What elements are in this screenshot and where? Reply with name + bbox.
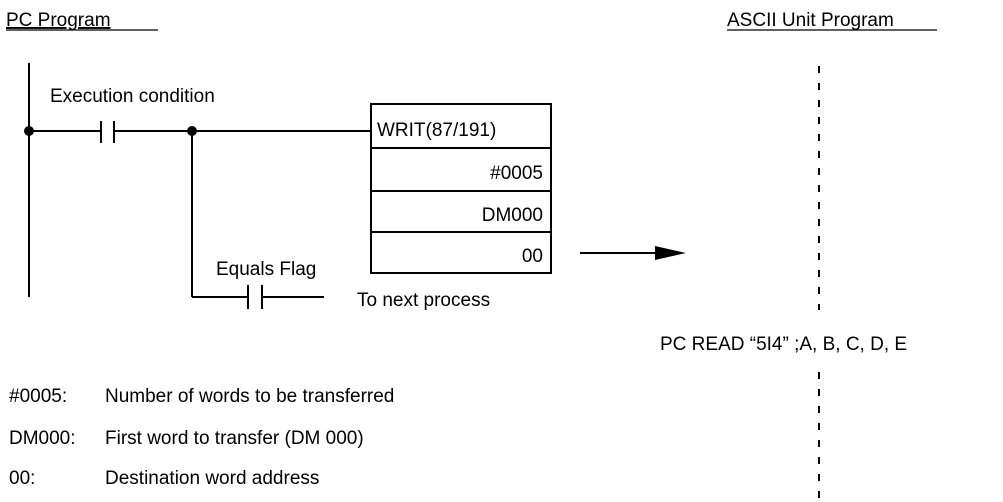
to-next-process-label: To next process bbox=[357, 290, 490, 311]
legend-term-1: #0005: bbox=[9, 386, 67, 407]
equals-flag-contact bbox=[247, 285, 263, 309]
legend-description-2: First word to transfer (DM 000) bbox=[105, 428, 364, 449]
operand-destination: 00 bbox=[522, 246, 543, 267]
pc-program-heading: PC Program bbox=[6, 10, 111, 31]
legend-term-2: DM000: bbox=[9, 428, 76, 449]
left-rail-junction bbox=[24, 126, 34, 136]
ascii-read-statement: PC READ “5I4” ;A, B, C, D, E bbox=[660, 334, 907, 355]
operand-first-word: DM000 bbox=[482, 205, 543, 226]
execution-condition-contact bbox=[100, 121, 115, 143]
legend-term-3: 00: bbox=[9, 468, 35, 489]
writ-instruction-name: WRIT(87/191) bbox=[377, 120, 496, 141]
operand-words-count: #0005 bbox=[490, 163, 543, 184]
writ-instruction-block bbox=[370, 103, 552, 274]
legend-description-1: Number of words to be transferred bbox=[105, 386, 394, 407]
execution-condition-label: Execution condition bbox=[50, 86, 215, 107]
transfer-arrow bbox=[580, 246, 686, 260]
ascii-unit-program-heading: ASCII Unit Program bbox=[727, 10, 894, 31]
legend-description-3: Destination word address bbox=[105, 468, 319, 489]
equals-flag-label: Equals Flag bbox=[216, 259, 316, 280]
